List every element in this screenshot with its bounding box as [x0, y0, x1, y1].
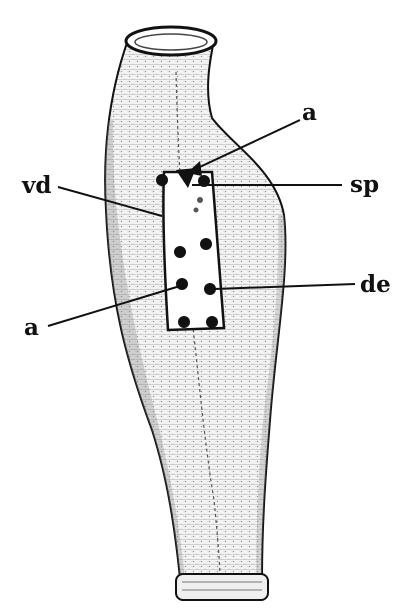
label-a-bottom: a [24, 314, 39, 341]
label-vd: vd [21, 172, 51, 199]
label-de: de [360, 271, 391, 298]
dot-mid-right [200, 238, 212, 250]
spermatophore-dot-2 [194, 208, 199, 213]
label-sp: sp [350, 171, 379, 198]
dot-lower-left [176, 278, 188, 290]
oral-opening [126, 27, 216, 55]
spermatophore-dot-1 [197, 197, 203, 203]
dot-upper-left [156, 174, 168, 186]
dot-mid-left [174, 246, 186, 258]
dot-bottom-left [178, 316, 190, 328]
dot-bottom-right [206, 316, 218, 328]
label-a-top: a [302, 99, 317, 126]
genital-field-outline [163, 172, 224, 330]
posterior-sucker [176, 574, 268, 600]
